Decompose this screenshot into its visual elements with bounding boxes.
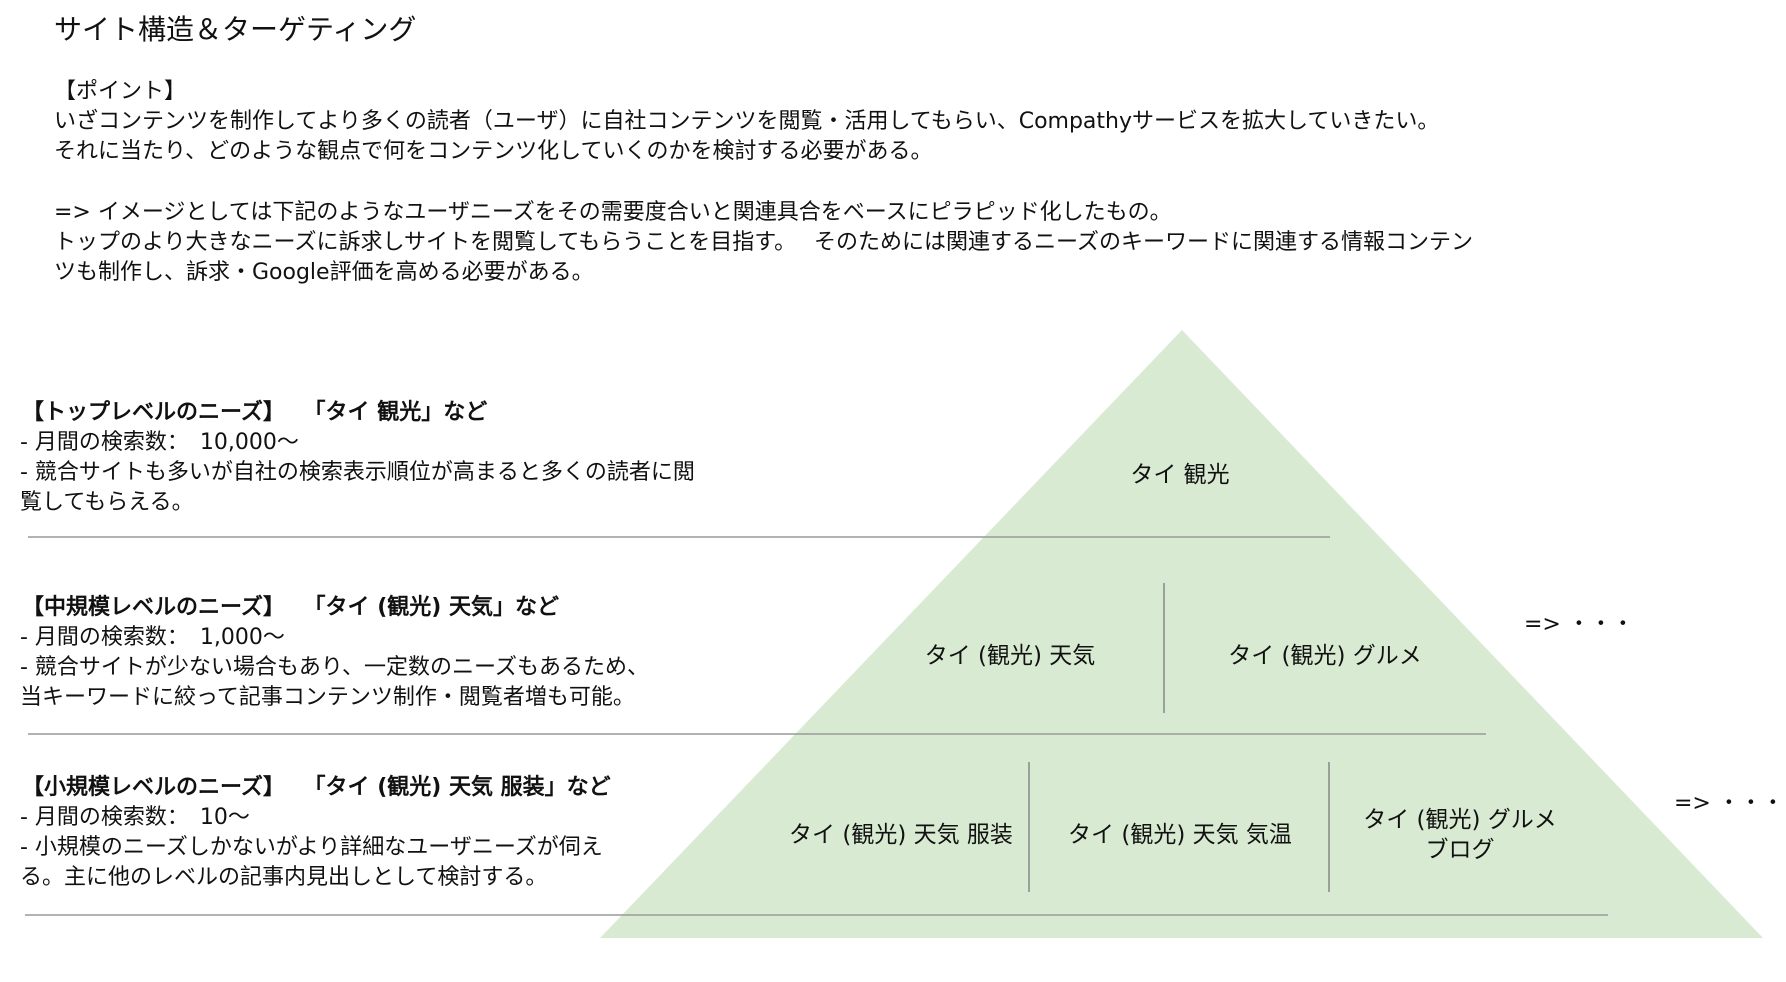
bottom-level-heading: 【小規模レベルのニーズ】 「タイ (観光) 天気 服装」など xyxy=(22,775,611,800)
middle-level-line-2: - 競合サイトが少ない場合もあり、一定数のニーズもあるため、 xyxy=(20,655,649,680)
middle-level-heading: 【中規模レベルのニーズ】 「タイ (観光) 天気」など xyxy=(22,595,559,620)
bottom-level-line-1: - 月間の検索数： 10〜 xyxy=(20,805,250,830)
top-level-heading: 【トップレベルのニーズ】 「タイ 観光」など xyxy=(22,400,488,425)
page-title: サイト構造＆ターゲティング xyxy=(54,13,417,46)
top-level-line-3: 覧してもらえる。 xyxy=(20,490,194,515)
pyramid-middle-keyword-1: タイ (観光) 天気 xyxy=(924,643,1096,669)
image-note-line-3: ツも制作し、訴求・Google評価を高める必要がある。 xyxy=(54,260,594,285)
pyramid-bottom-keyword-2: タイ (観光) 天気 気温 xyxy=(1068,822,1292,848)
bottom-level-ellipsis: => ・・・ xyxy=(1674,791,1784,816)
pyramid-bottom-keyword-3-line-2: ブログ xyxy=(1425,837,1495,863)
point-line-1: いざコンテンツを制作してより多くの読者（ユーザ）に自社コンテンツを閲覧・活用して… xyxy=(54,109,1440,134)
top-level-line-2: - 競合サイトも多いが自社の検索表示順位が高まると多くの読者に閲 xyxy=(20,460,695,485)
pyramid-bottom-keyword-1: タイ (観光) 天気 服装 xyxy=(789,822,1013,848)
pyramid-triangle xyxy=(600,330,1763,938)
middle-level-ellipsis: => ・・・ xyxy=(1524,612,1634,637)
point-line-2: それに当たり、どのような観点で何をコンテンツ化していくのかを検討する必要がある。 xyxy=(54,139,933,164)
top-level-line-1: - 月間の検索数： 10,000〜 xyxy=(20,430,299,455)
image-note-line-2: トップのより大きなニーズに訴求しサイトを閲覧してもらうことを目指す。 そのために… xyxy=(54,230,1473,255)
middle-level-line-1: - 月間の検索数： 1,000〜 xyxy=(20,625,285,650)
pyramid-middle-keyword-2: タイ (観光) グルメ xyxy=(1228,643,1422,669)
bottom-level-line-3: る。主に他のレベルの記事内見出しとして検討する。 xyxy=(20,865,548,890)
point-heading: 【ポイント】 xyxy=(54,79,187,104)
bottom-level-line-2: - 小規模のニーズしかないがより詳細なユーザニーズが伺え xyxy=(20,835,603,860)
pyramid-top-keyword: タイ 観光 xyxy=(1130,462,1230,488)
image-note-line-1: => イメージとしては下記のようなユーザニーズをその需要度合いと関連具合をベース… xyxy=(54,200,1172,225)
pyramid-bottom-keyword-3: タイ (観光) グルメ xyxy=(1363,807,1557,833)
middle-level-line-3: 当キーワードに絞って記事コンテンツ制作・閲覧者増も可能。 xyxy=(20,685,635,710)
